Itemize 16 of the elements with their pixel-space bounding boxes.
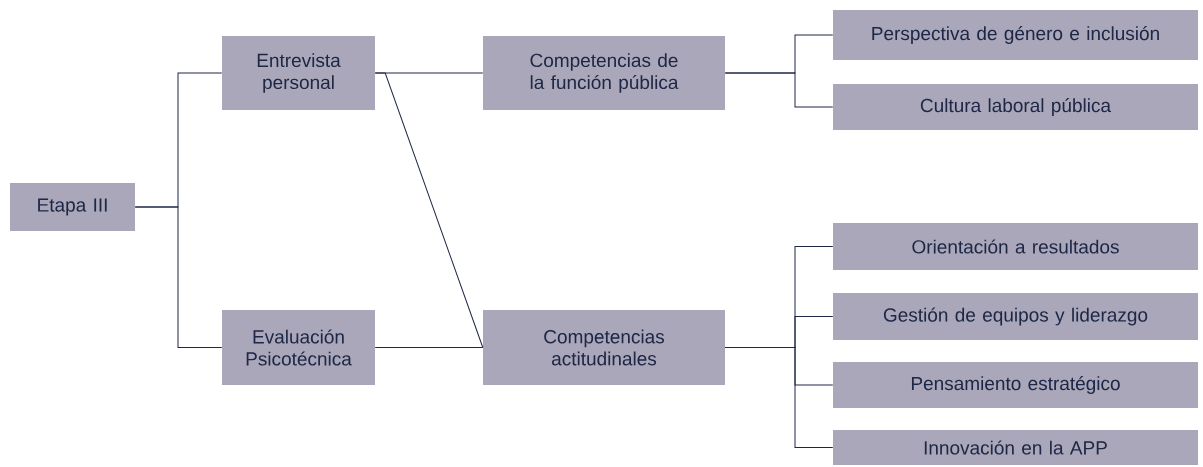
process-box: Gestión de equipos y liderazgo [833,293,1198,340]
connector-line [374,72,484,348]
process-box: Orientación a resultados [833,223,1198,270]
process-box: Etapa III [10,183,135,231]
process-box: Pensamiento estratégico [833,362,1198,408]
connector-line [134,206,223,348]
connector-line [724,347,834,448]
process-box: Innovación en la APP [833,430,1198,465]
process-box: Cultura laboral pública [833,84,1198,130]
connector-line [724,72,834,108]
process-box: Evaluación Psicotécnica [222,310,375,385]
process-box: Perspectiva de género e inclusión [833,10,1198,60]
process-box: Competencias de la función pública [483,36,725,110]
connector-line [374,347,484,348]
process-box: Competencias actitudinales [483,310,725,385]
process-box: Entrevista personal [222,36,375,110]
